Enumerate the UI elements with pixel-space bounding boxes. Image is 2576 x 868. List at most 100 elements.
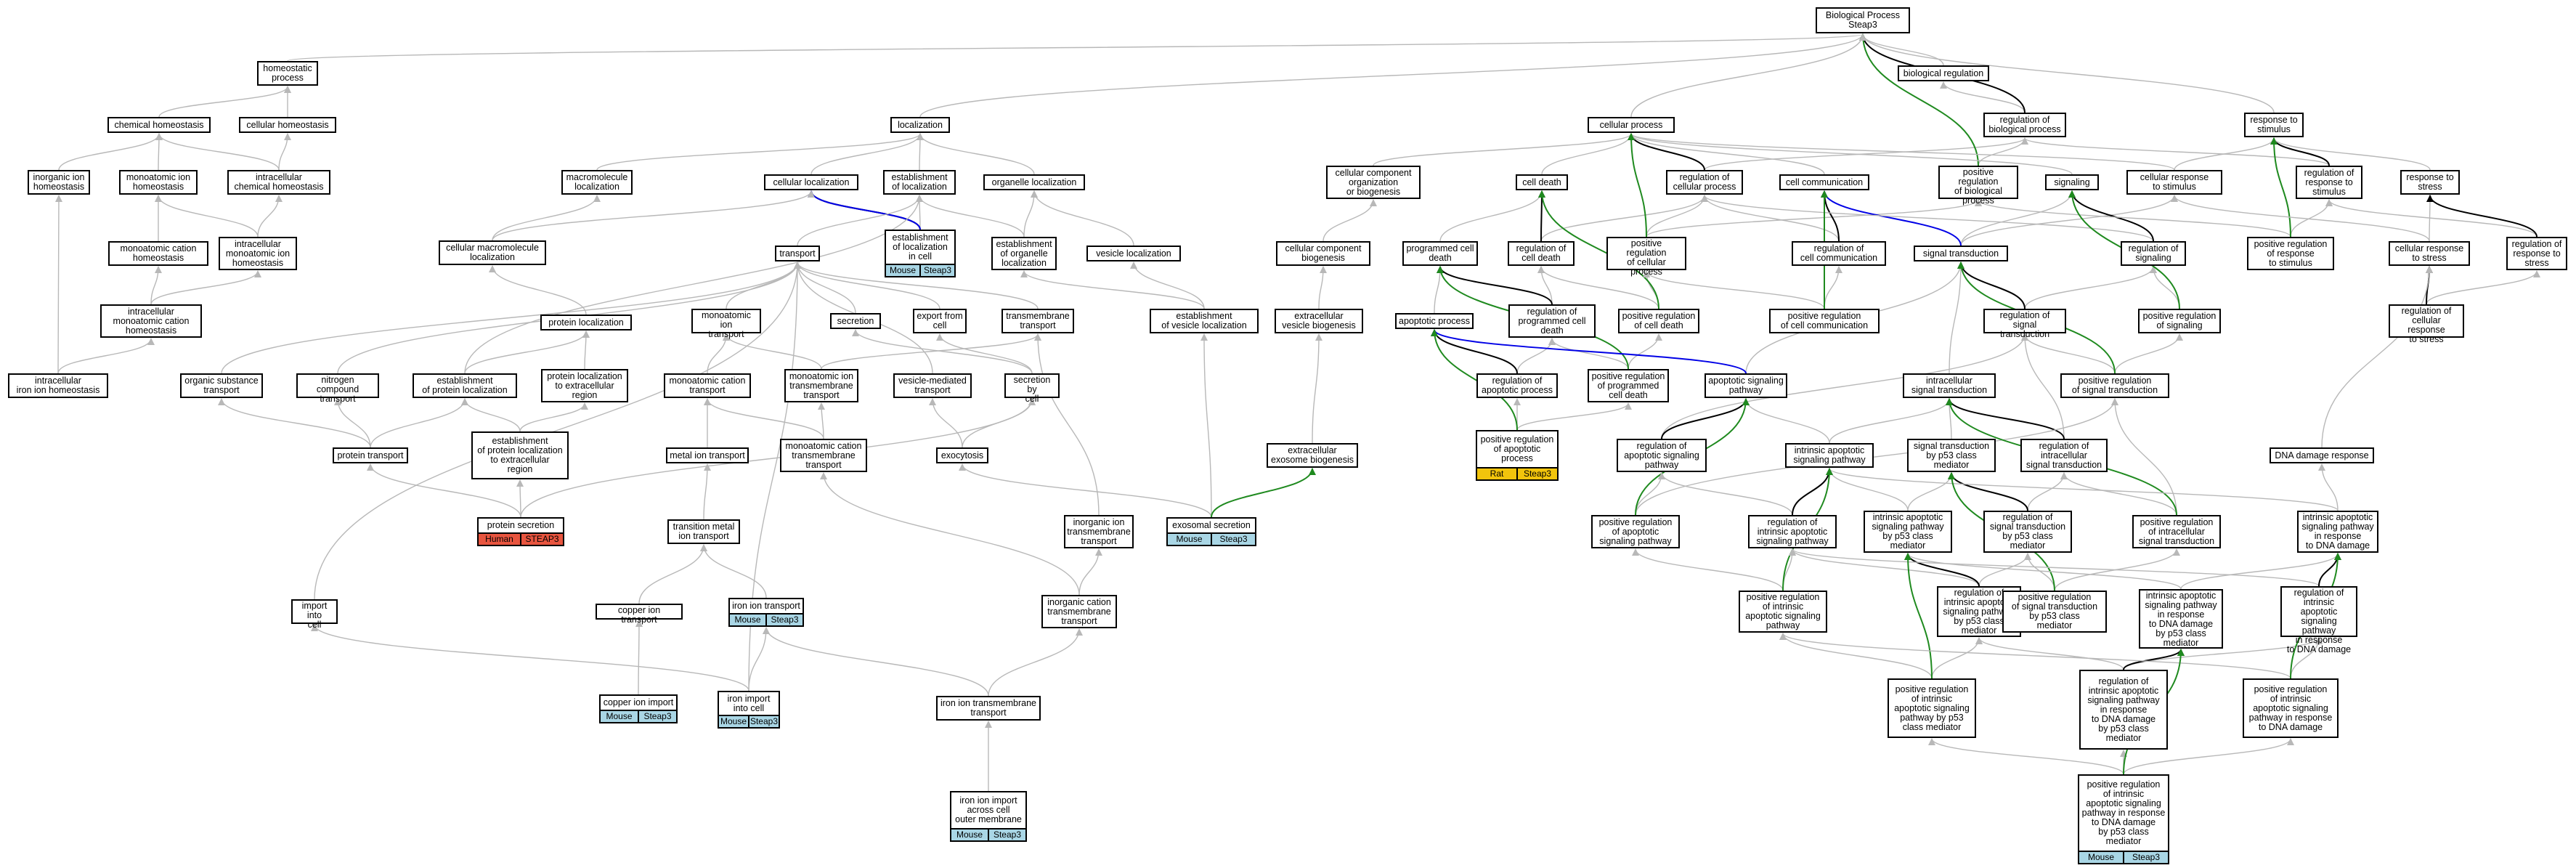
go-term-intramonoionhomeo[interactable]: intracellular monoatomic ion homeostasis [219, 237, 297, 270]
go-term-importcell[interactable]: import into cell [291, 599, 338, 630]
go-term-intrachemhomeo[interactable]: intracellular chemical homeostasis [227, 170, 330, 195]
go-term-monoionhomeo[interactable]: monoatomic ion homeostasis [119, 170, 198, 195]
go-term-intraironhomeo[interactable]: intracellular iron ion homeostasis [8, 373, 108, 398]
go-term-respstress[interactable]: response to stress [2400, 170, 2460, 195]
go-term-posregsigtransp53[interactable]: positive regulation of signal transducti… [2002, 591, 2107, 633]
go-term-posregbp[interactable]: positive regulation of biological proces… [1938, 166, 2018, 206]
go-term-monocationtransport[interactable]: monoatomic cation transport [664, 373, 751, 398]
go-term-posregapopsig[interactable]: positive regulation of apoptotic signali… [1591, 515, 1680, 548]
go-term-ccbiogenesis[interactable]: cellular component biogenesis [1276, 241, 1370, 266]
go-term-cellproc[interactable]: cellular process [1588, 117, 1675, 133]
go-term-orgsubtransport[interactable]: organic substance transport [180, 373, 263, 398]
go-term-posregapoptotic[interactable]: positive regulation of apoptotic process… [1476, 430, 1559, 481]
go-term-proteinlocextra[interactable]: protein localization to extracellular re… [541, 369, 628, 402]
go-term-localization[interactable]: localization [890, 117, 950, 133]
go-term-proteintransport[interactable]: protein transport [333, 447, 408, 463]
go-term-exportcell[interactable]: export from cell [913, 309, 967, 333]
go-term-transmetaltransport[interactable]: transition metal ion transport [667, 519, 740, 544]
go-term-posregrespstim[interactable]: positive regulation of response to stimu… [2247, 237, 2334, 270]
go-term-regbp[interactable]: regulation of biological process [1983, 113, 2066, 137]
go-term-posregintrinsicapopdna[interactable]: positive regulation of intrinsic apoptot… [2243, 678, 2339, 738]
go-term-posregsignaling[interactable]: positive regulation of signaling [2138, 309, 2221, 333]
go-term-apoptotic[interactable]: apoptotic process [1395, 313, 1474, 329]
go-term-posregcellcomm[interactable]: positive regulation of cell communicatio… [1769, 309, 1880, 333]
go-term-inoionhomeo[interactable]: inorganic ion homeostasis [28, 170, 90, 195]
go-term-exobiogenesis[interactable]: extracellular exosome biogenesis [1267, 443, 1358, 468]
go-term-posregsigtrans[interactable]: positive regulation of signal transducti… [2060, 373, 2169, 398]
go-term-nitrotransport[interactable]: nitrogen compound transport [296, 373, 379, 404]
go-term-monoiontmtransport[interactable]: monoatomic ion transmembrane transport [784, 369, 858, 402]
go-term-cellmacroloc[interactable]: cellular macromolecule localization [439, 240, 546, 265]
go-term-cellloc[interactable]: cellular localization [764, 174, 858, 190]
go-term-cellhomeo[interactable]: cellular homeostasis [239, 117, 336, 133]
go-term-intrinsicapop[interactable]: intrinsic apoptotic signaling pathway [1785, 443, 1874, 468]
go-term-monoiontransport[interactable]: monoatomic ion transport [691, 309, 761, 339]
go-term-metaliontransport[interactable]: metal ion transport [666, 447, 749, 463]
go-term-ironiontmtransport[interactable]: iron ion transmembrane transport [936, 696, 1041, 721]
go-term-regcellproc[interactable]: regulation of cellular process [1666, 170, 1743, 195]
go-term-bp[interactable]: Biological Process Steap3 [1816, 7, 1910, 33]
go-term-regsigtrans[interactable]: regulation of signal transduction [1983, 309, 2066, 339]
go-term-dnadamage[interactable]: DNA damage response [2270, 447, 2374, 463]
go-term-cellcomm[interactable]: cell communication [1779, 174, 1869, 190]
go-term-exocytosis[interactable]: exocytosis [936, 447, 988, 463]
go-term-bioreg[interactable]: biological regulation [1898, 65, 1989, 81]
go-term-intramonocationhomeo[interactable]: intracellular monoatomic cation homeosta… [100, 304, 202, 338]
go-term-regintrinsicapop[interactable]: regulation of intrinsic apoptotic signal… [1748, 515, 1837, 548]
go-term-posregintrasigtrans[interactable]: positive regulation of intracellular sig… [2132, 515, 2221, 548]
go-term-ccob[interactable]: cellular component organization or bioge… [1326, 166, 1421, 199]
go-term-intrinsicapopp53[interactable]: intrinsic apoptotic signaling pathway by… [1864, 511, 1952, 553]
go-term-inoiontmtransport[interactable]: inorganic ion transmembrane transport [1064, 515, 1134, 548]
go-term-regrespstim[interactable]: regulation of response to stimulus [2296, 166, 2362, 199]
go-term-estaborganelleloc[interactable]: establishment of organelle localization [991, 237, 1057, 270]
go-term-regcellcomm[interactable]: regulation of cell communication [1792, 241, 1886, 266]
go-term-apopsig[interactable]: apoptotic signaling pathway [1705, 373, 1787, 398]
go-term-ironimportouter[interactable]: iron ion import across cell outer membra… [950, 791, 1027, 842]
go-term-copperiontransport[interactable]: copper ion transport [596, 604, 683, 625]
go-term-estabvesicleloc[interactable]: establishment of vesicle localization [1150, 309, 1259, 333]
go-term-homeo[interactable]: homeostatic process [257, 61, 318, 86]
go-term-cellrespstress[interactable]: cellular response to stress [2389, 241, 2470, 266]
go-term-sigtransp53[interactable]: signal transduction by p53 class mediato… [1907, 439, 1996, 472]
go-term-regintrinsicapopdna[interactable]: regulation of intrinsic apoptotic signal… [2280, 586, 2357, 654]
go-term-transmembrane[interactable]: transmembrane transport [1001, 309, 1074, 333]
go-term-secretion[interactable]: secretion [830, 313, 881, 329]
go-term-regapopsig[interactable]: regulation of apoptotic signaling pathwa… [1617, 439, 1707, 472]
go-term-regintrinsicapopdnap53[interactable]: regulation of intrinsic apoptotic signal… [2079, 670, 2168, 750]
go-term-organelleloc[interactable]: organelle localization [983, 174, 1085, 190]
go-term-proteinloc[interactable]: protein localization [540, 315, 632, 330]
go-term-macroloc[interactable]: macromolecule localization [561, 170, 633, 195]
go-term-regsigtransp53[interactable]: regulation of signal transduction by p53… [1983, 511, 2072, 553]
go-term-monocationtmtransport[interactable]: monoatomic cation transmembrane transpor… [780, 439, 867, 472]
go-term-regsignaling[interactable]: regulation of signaling [2121, 241, 2186, 266]
go-term-secretionbycell[interactable]: secretion by cell [1004, 373, 1060, 404]
go-term-establoc[interactable]: establishment of localization [883, 170, 956, 195]
go-term-cellresp[interactable]: cellular response to stimulus [2126, 170, 2222, 195]
go-term-intrinsicapopdnap53[interactable]: intrinsic apoptotic signaling pathway in… [2139, 589, 2223, 649]
go-term-posregintrinsicapopp53[interactable]: positive regulation of intrinsic apoptot… [1888, 678, 1976, 738]
go-term-posregcellproc[interactable]: positive regulation of cellular process [1606, 237, 1686, 277]
go-term-regapoptotic[interactable]: regulation of apoptotic process [1476, 373, 1558, 398]
go-term-posregcelldeath[interactable]: positive regulation of cell death [1618, 309, 1699, 333]
go-term-pcd[interactable]: programmed cell death [1402, 241, 1478, 266]
go-term-monocationhomeo[interactable]: monoatomic cation homeostasis [108, 241, 208, 266]
go-term-intrasigtrans[interactable]: intracellular signal transduction [1903, 373, 1996, 398]
go-term-transport[interactable]: transport [775, 246, 820, 261]
go-term-regrespstress[interactable]: regulation of response to stress [2506, 237, 2567, 270]
go-term-posregintrinsicapopdnap53[interactable]: positive regulation of intrinsic apoptot… [2078, 774, 2169, 864]
go-term-chemhomeo[interactable]: chemical homeostasis [107, 117, 211, 133]
go-term-regcelldeath[interactable]: regulation of cell death [1508, 241, 1575, 266]
go-term-regintrasigtrans[interactable]: regulation of intracellular signal trans… [2020, 439, 2108, 472]
go-term-vesicleloc[interactable]: vesicle localization [1086, 246, 1181, 261]
go-term-respstim[interactable]: response to stimulus [2244, 113, 2304, 137]
go-term-sigtrans[interactable]: signal transduction [1914, 246, 2008, 261]
go-term-signaling[interactable]: signaling [2045, 174, 2099, 190]
go-term-evbiogenesis[interactable]: extracellular vesicle biogenesis [1275, 309, 1363, 333]
go-term-posregpcd[interactable]: positive regulation of programmed cell d… [1588, 369, 1669, 402]
go-term-inocationtmtransport[interactable]: inorganic cation transmembrane transport [1041, 595, 1117, 628]
